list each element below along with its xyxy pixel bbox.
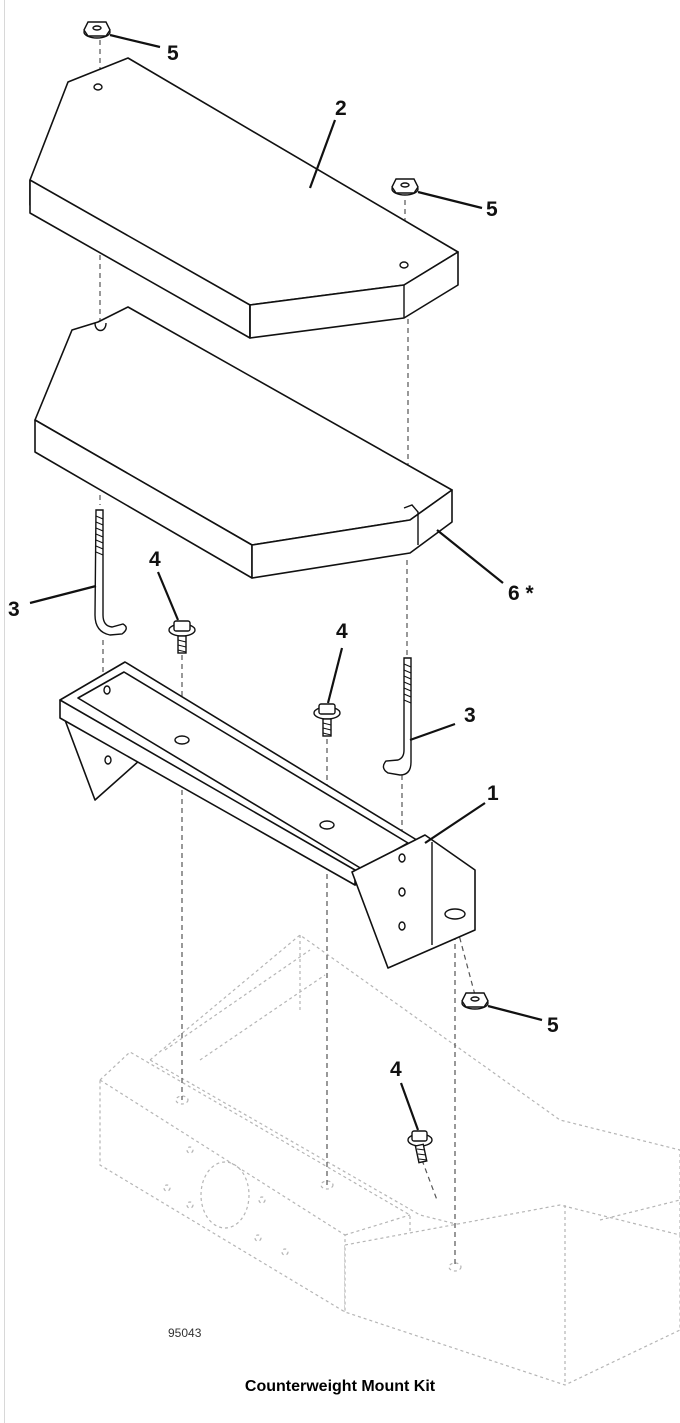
callout-part-4-left: 4 [149, 548, 161, 571]
frame-hole [186, 1201, 194, 1209]
mount-bracket-hole [104, 755, 112, 765]
leader-lines [29, 33, 543, 1131]
frame-hole [254, 1234, 262, 1242]
callout-part-4-bottom: 4 [390, 1058, 402, 1081]
frame-rail-rib [164, 935, 326, 1061]
callout-labels: 1 2 3 3 4 4 4 5 5 5 6 * [8, 42, 559, 1081]
callout-part-3-right: 3 [464, 704, 476, 727]
frame-hole [163, 1184, 171, 1192]
frame-center-hole [200, 1161, 250, 1229]
tractor-frame-ghost [99, 934, 680, 1386]
j-bolt-left [94, 509, 127, 636]
diagram-frame [4, 0, 680, 1423]
j-bolt-right [382, 657, 412, 776]
callout-part-5-top: 5 [167, 42, 179, 65]
frame-hole [258, 1196, 266, 1204]
frame-crossmember-top [99, 1079, 411, 1312]
figure-number: 95043 [168, 1326, 202, 1340]
callout-part-1: 1 [487, 782, 499, 805]
callout-part-5-upper: 5 [486, 198, 498, 221]
callout-part-2: 2 [335, 97, 347, 120]
frame-lower-plate-edge [564, 1199, 680, 1385]
callout-part-4-middle: 4 [336, 620, 348, 643]
flange-nut-2 [391, 178, 419, 196]
mount-bracket-hole [398, 853, 406, 863]
mount-bracket-hole [398, 887, 406, 897]
frame-mount-hole [175, 1095, 189, 1105]
counterweight-top-hole [399, 261, 409, 269]
counterweight-bottom [34, 306, 453, 579]
mount-bracket-front-lip [59, 699, 356, 886]
counterweight-bottom-end-face [251, 489, 453, 579]
figure-caption: Counterweight Mount Kit [244, 1378, 436, 1395]
frame-mount-hole [448, 1262, 462, 1272]
flange-bolt-1 [168, 620, 196, 654]
mount-bracket-hole [103, 685, 111, 695]
frame-mount-hole [320, 1180, 334, 1190]
frame-hole [186, 1146, 194, 1154]
mount-bracket-slot [174, 735, 190, 745]
flange-bolt-2 [313, 703, 341, 737]
callout-part-6: 6 * [508, 582, 535, 605]
mount-bracket-hole [398, 921, 406, 931]
counterweight-top-hole [93, 83, 103, 91]
flange-nut-3 [461, 992, 489, 1010]
counterweight-top-top-face [29, 57, 459, 306]
callout-part-3-left: 3 [8, 598, 20, 621]
mount-bracket [59, 661, 476, 969]
callout-part-5-bottom: 5 [547, 1014, 559, 1037]
frame-hole [281, 1248, 289, 1256]
counterweight-bottom-notch [94, 322, 419, 545]
mount-bracket-slot [444, 908, 466, 920]
flange-nut-1 [83, 21, 111, 39]
mount-bracket-end-plate [351, 834, 476, 969]
mount-bracket-slot [319, 820, 335, 830]
frame-lower-plate [344, 1204, 680, 1386]
counterweight-top [29, 57, 459, 339]
flange-bolt-3 [407, 1130, 433, 1164]
